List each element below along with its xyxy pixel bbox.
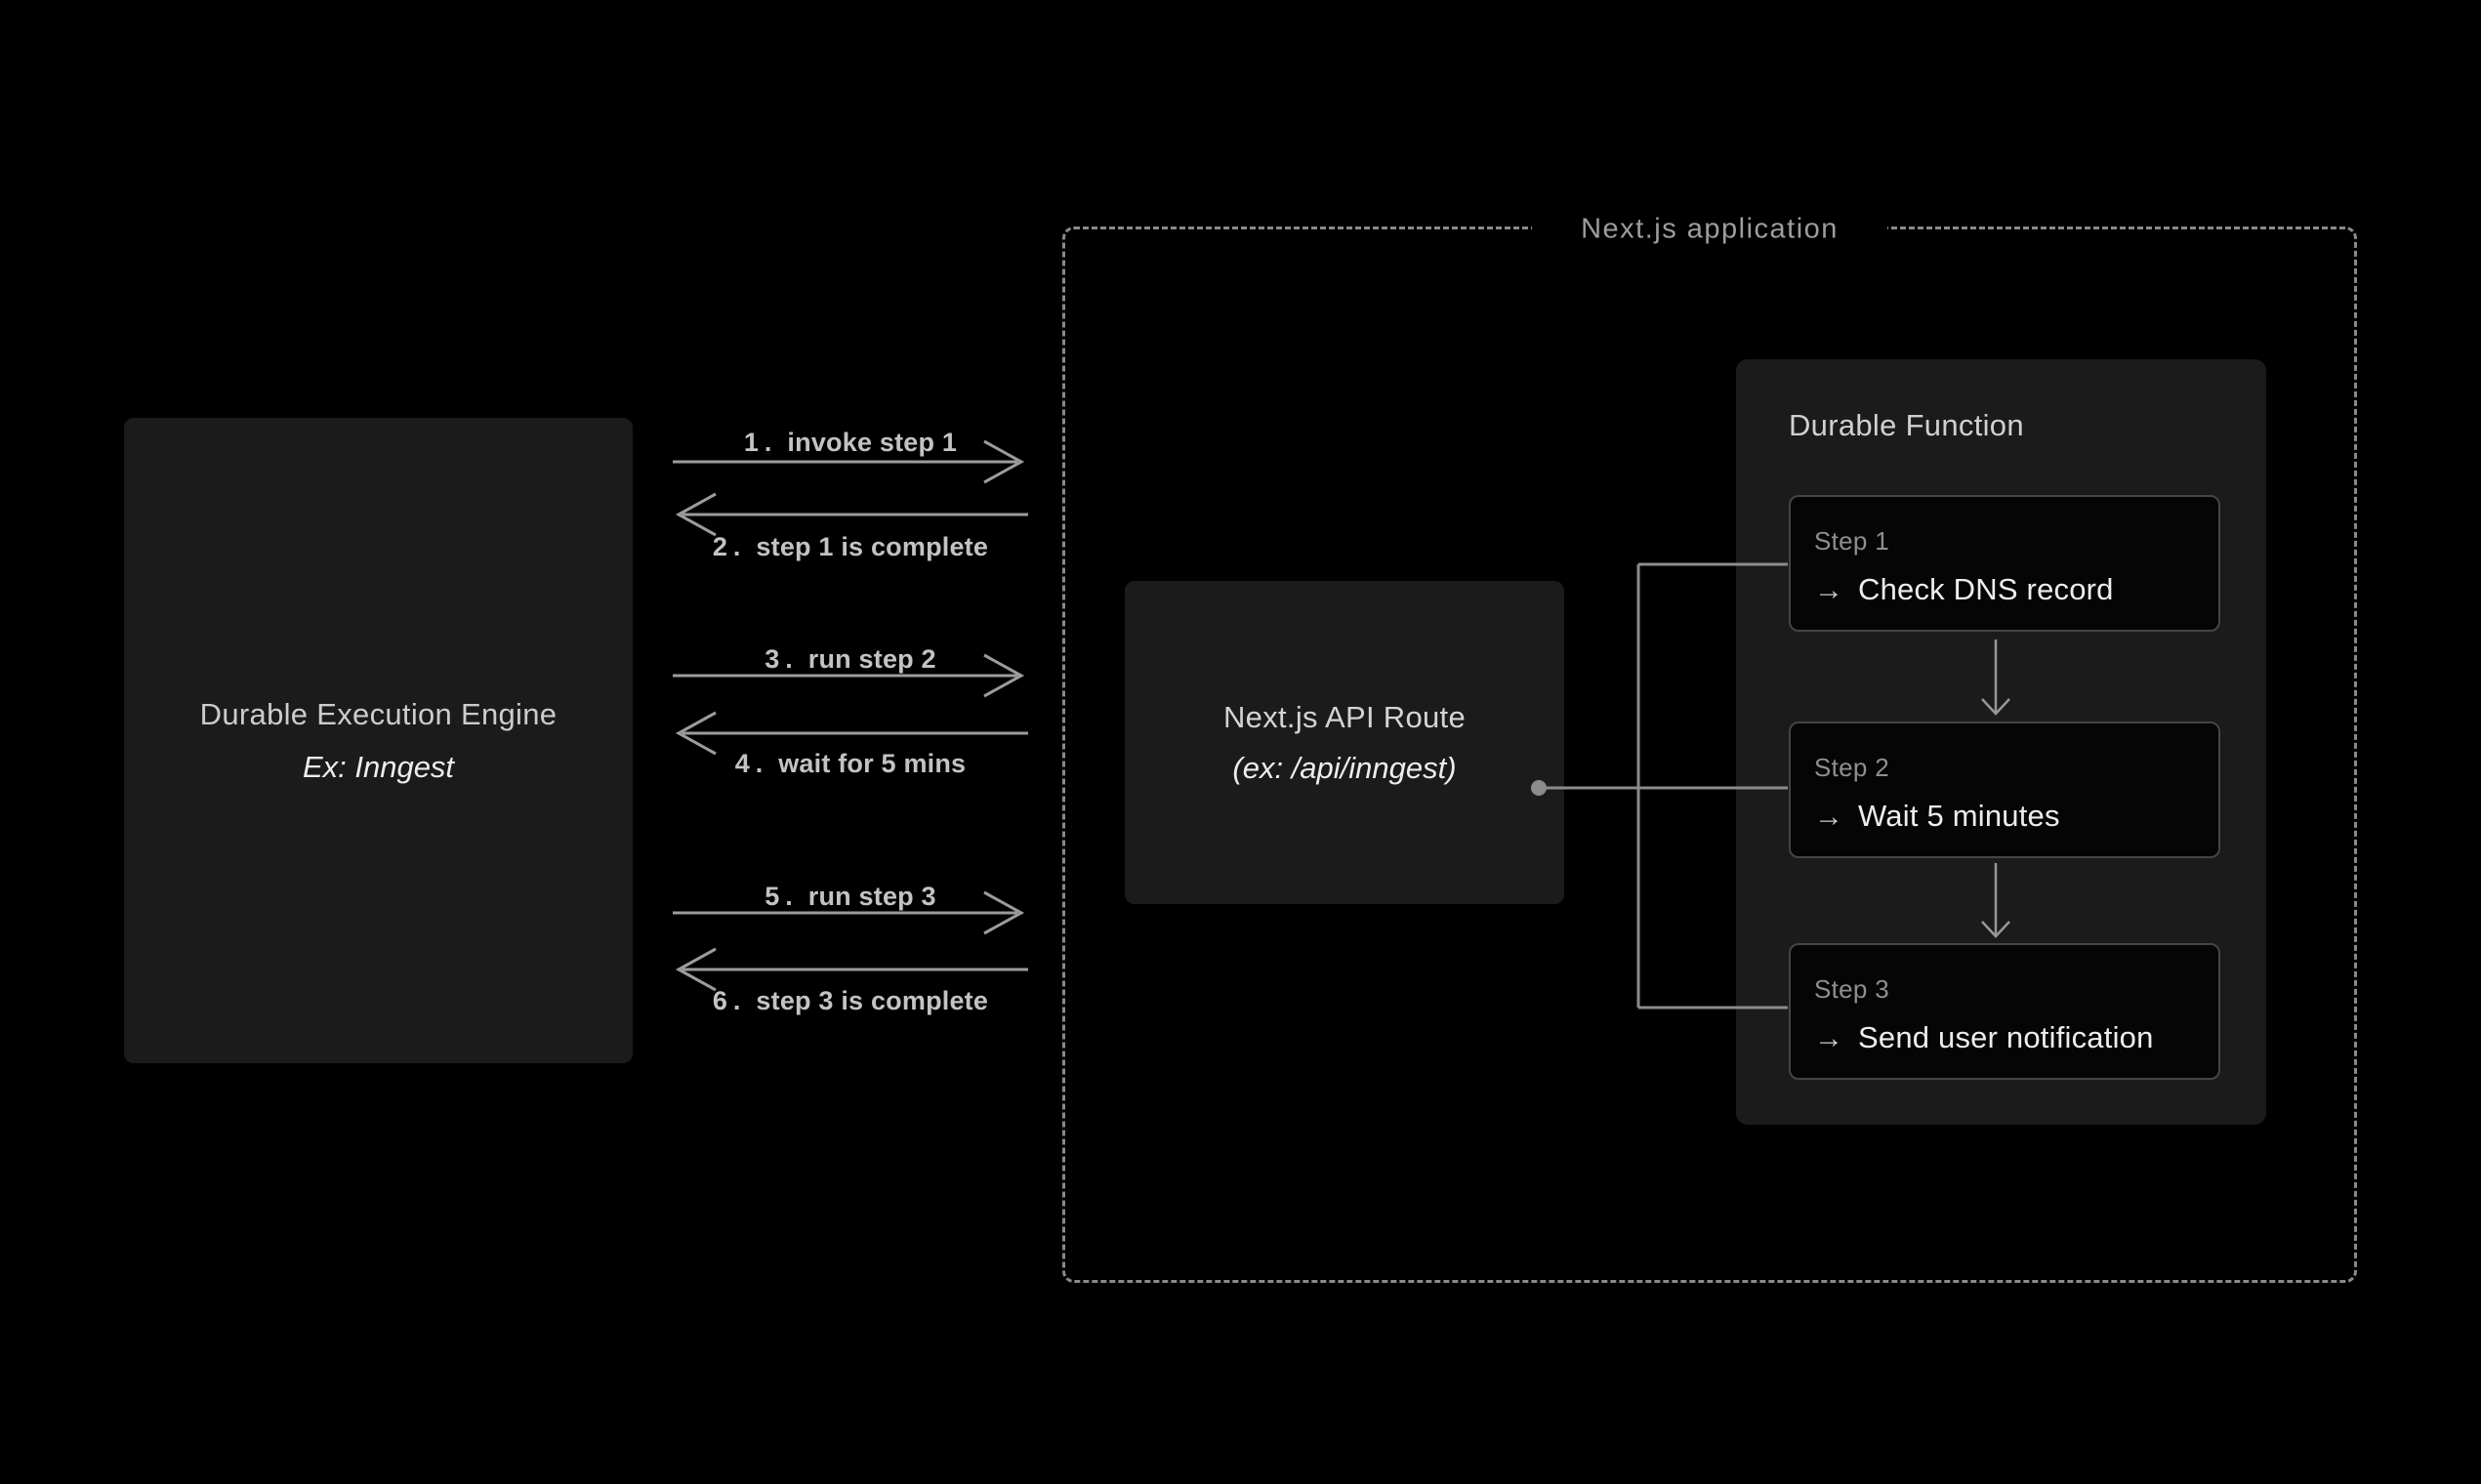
step-2-action: → Wait 5 minutes <box>1814 799 2199 834</box>
engine-box-subtitle: Ex: Inngest <box>302 749 455 784</box>
step-3-action: → Send user notification <box>1814 1020 2199 1055</box>
api-route-subtitle: (ex: /api/inngest) <box>1232 750 1457 785</box>
right-arrow-icon: → <box>1814 801 1843 833</box>
nextjs-api-route-box: Next.js API Route (ex: /api/inngest) <box>1125 581 1564 904</box>
arrow-step-1-complete <box>675 492 1028 537</box>
step-1-action: → Check DNS record <box>1814 572 2199 607</box>
message-label-5: 5.run step 3 <box>765 882 936 911</box>
nextjs-application-label: Next.js application <box>1532 209 1887 250</box>
durable-function-panel: Durable Function Step 1 → Check DNS reco… <box>1736 359 2266 1125</box>
step-card-1: Step 1 → Check DNS record <box>1789 495 2220 632</box>
nextjs-application-container: Next.js application <box>1062 209 2357 1283</box>
step-card-3: Step 3 → Send user notification <box>1789 943 2220 1080</box>
step-3-action-text: Send user notification <box>1858 1020 2154 1054</box>
step-3-label: Step 3 <box>1814 974 1889 1004</box>
step-card-2: Step 2 → Wait 5 minutes <box>1789 721 2220 858</box>
api-route-title: Next.js API Route <box>1222 699 1467 734</box>
engine-box-title: Durable Execution Engine <box>199 696 558 731</box>
message-label-1: 1.invoke step 1 <box>743 428 958 457</box>
message-label-6: 6.step 3 is complete <box>712 986 989 1015</box>
message-label-3: 3.run step 2 <box>765 644 936 674</box>
message-label-2: 2.step 1 is complete <box>712 532 989 561</box>
right-arrow-icon: → <box>1814 1022 1843 1054</box>
right-arrow-icon: → <box>1814 574 1843 606</box>
step-2-action-text: Wait 5 minutes <box>1858 799 2060 833</box>
message-label-4: 4.wait for 5 mins <box>734 749 967 778</box>
durable-function-title: Durable Function <box>1789 408 2024 442</box>
step-2-label: Step 2 <box>1814 753 1889 782</box>
step-1-action-text: Check DNS record <box>1858 572 2114 606</box>
durable-execution-engine-box: Durable Execution Engine Ex: Inngest <box>124 418 633 1063</box>
step-1-label: Step 1 <box>1814 526 1889 556</box>
